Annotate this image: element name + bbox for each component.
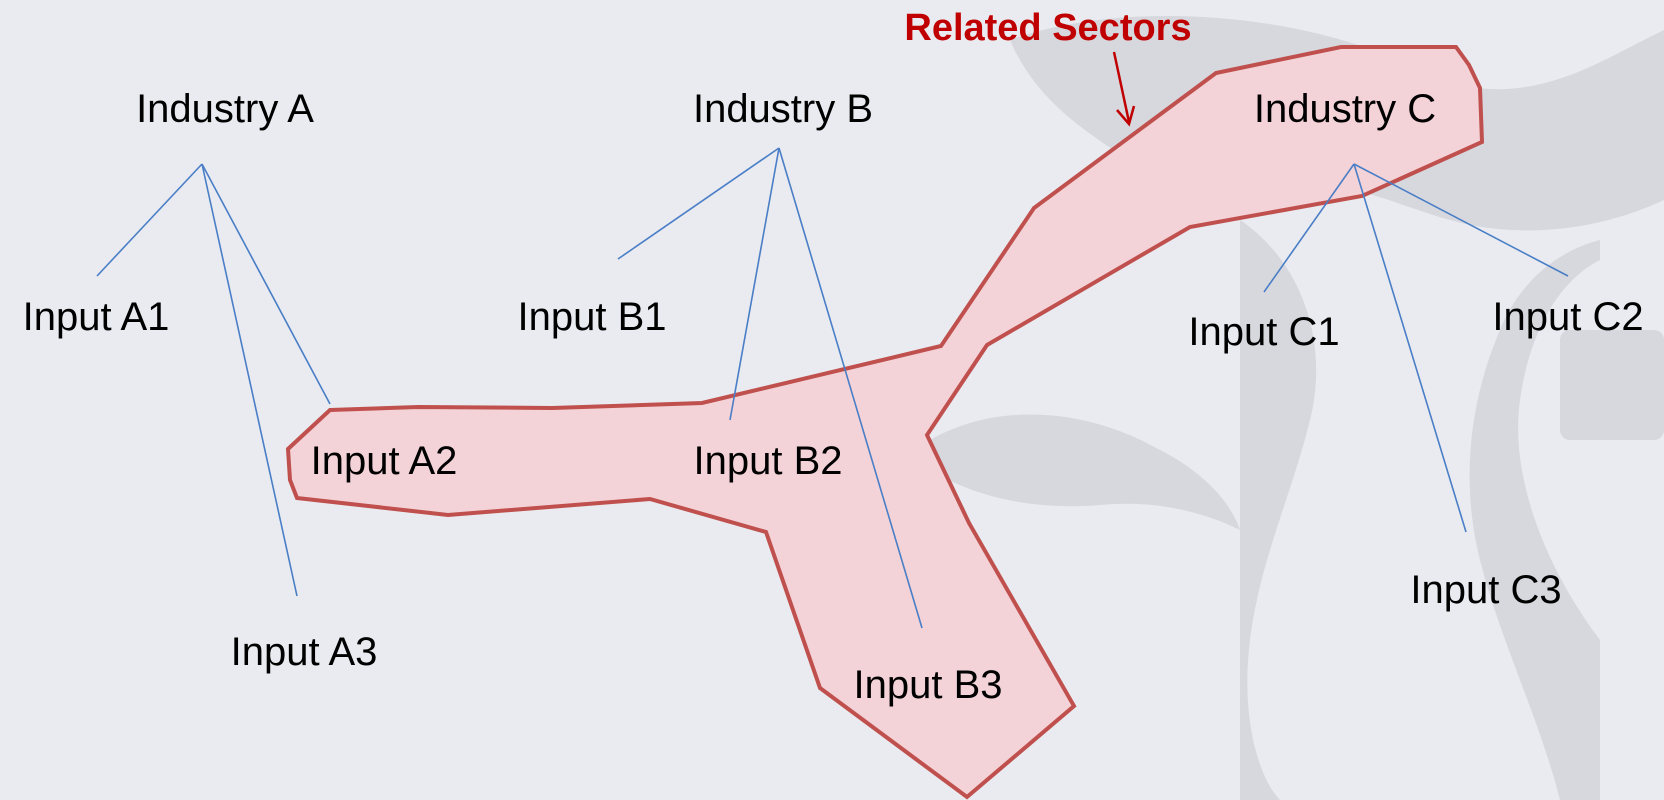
- input-c1-label: Input C1: [1188, 310, 1339, 354]
- callout-arrow: [1112, 51, 1136, 127]
- industry-b-label: Industry B: [693, 87, 873, 131]
- input-a2-label: Input A2: [311, 439, 458, 483]
- edge-b-to-b3: [778, 147, 923, 629]
- edge-c-to-c1: [1263, 163, 1355, 293]
- edge-c-to-c3: [1353, 163, 1467, 533]
- callout-arrow-line: [1112, 51, 1131, 123]
- input-c2-label: Input C2: [1492, 295, 1643, 339]
- industry-c-label: Industry C: [1254, 87, 1436, 131]
- edge-a-to-a3: [201, 163, 298, 597]
- input-c3-label: Input C3: [1410, 568, 1561, 612]
- watermark-head-shape: [930, 414, 1240, 530]
- edge-c-to-c2: [1353, 163, 1569, 277]
- input-a1-label: Input A1: [23, 295, 170, 339]
- input-b2-label: Input B2: [693, 439, 842, 483]
- edge-b-to-b1: [617, 147, 780, 260]
- industry-a-label: Industry A: [136, 87, 314, 131]
- edge-a-to-a1: [96, 163, 203, 277]
- input-b3-label: Input B3: [853, 663, 1002, 707]
- edge-b-to-b2: [729, 147, 780, 421]
- input-b1-label: Input B1: [517, 295, 666, 339]
- callout-arrowhead-icon: [1116, 105, 1136, 127]
- callout-label: Related Sectors: [904, 7, 1191, 49]
- edge-a-to-a2: [201, 163, 331, 405]
- input-a3-label: Input A3: [231, 630, 378, 674]
- edge-group: [96, 147, 1569, 629]
- related-sectors-region: [285, 45, 1485, 800]
- watermark-body-shape: [1240, 220, 1600, 800]
- watermark-shield-shape: [1560, 330, 1664, 440]
